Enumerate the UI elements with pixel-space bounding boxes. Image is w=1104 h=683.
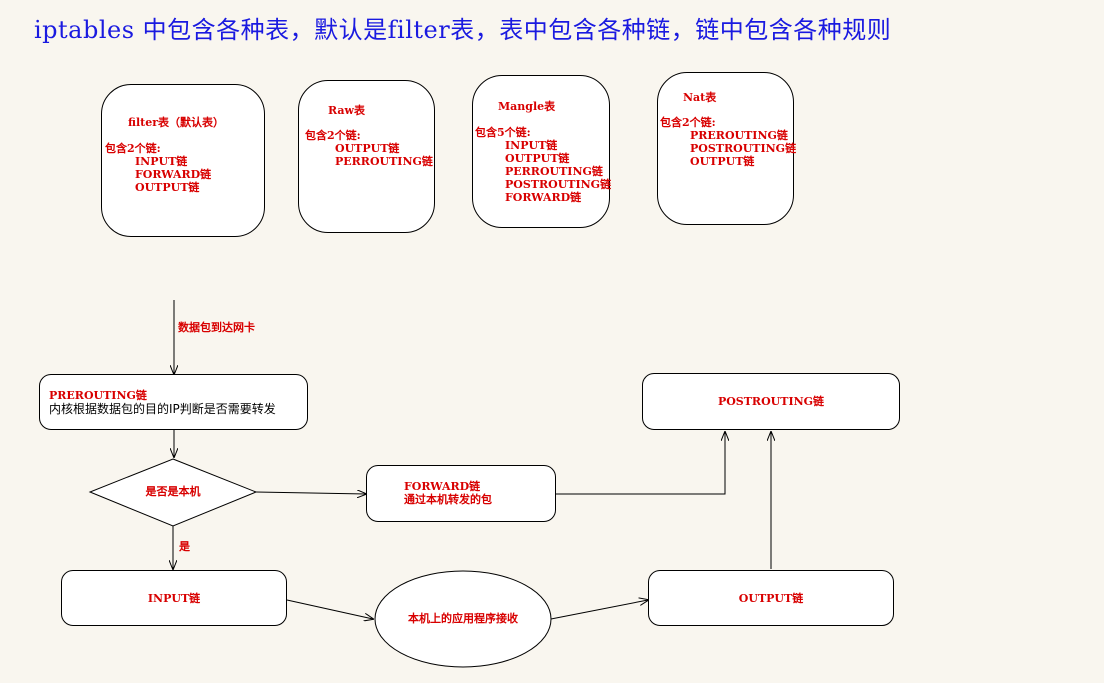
raw-table-box: Raw表 包含2个链: OUTPUT链 PERROUTING链 [298,80,435,233]
output-label: OUTPUT链 [738,592,804,605]
raw-table-name: Raw表 [328,104,365,117]
mangle-chain-list: 包含5个链: INPUT链 OUTPUT链 PERROUTING链 POSTRO… [475,126,611,204]
forward-box: FORWARD链 通过本机转发的包 [366,465,556,522]
mangle-chain-item: OUTPUT链 [505,152,570,165]
forward-title: FORWARD链 [404,480,481,493]
nat-chain-item: PREROUTING链 [690,129,788,142]
arrival-label: 数据包到达网卡 [178,321,255,334]
postrouting-box: POSTROUTING链 [642,373,900,430]
mangle-chain-item: POSTROUTING链 [505,178,612,191]
nat-table-box: Nat表 包含2个链: PREROUTING链 POSTROUTING链 OUT… [657,72,796,225]
mangle-table-name: Mangle表 [498,100,556,113]
input-box: INPUT链 [61,570,287,626]
forward-desc: 通过本机转发的包 [404,493,492,506]
prerouting-desc: 内核根据数据包的目的IP判断是否需要转发 [49,402,276,416]
mangle-chain-item: INPUT链 [505,139,558,152]
page-title: iptables 中包含各种表，默认是filter表，表中包含各种链，链中包含各… [34,16,892,44]
yes-label: 是 [179,540,190,553]
raw-chain-item: OUTPUT链 [335,142,400,155]
filter-chain-item: OUTPUT链 [135,181,200,194]
filter-chain-count: 包含2个链: [105,142,161,155]
app-label: 本机上的应用程序接收 [408,612,518,625]
filter-chain-item: FORWARD链 [135,168,212,181]
filter-chain-list: 包含2个链: INPUT链 FORWARD链 OUTPUT链 [105,142,211,194]
arrow-app-to-output [550,600,648,620]
nat-table-name: Nat表 [683,91,717,104]
postrouting-label: POSTROUTING链 [717,395,825,408]
nat-chain-item: POSTROUTING链 [690,142,797,155]
output-box: OUTPUT链 [648,570,894,626]
decision-label: 是否是本机 [145,485,201,498]
filter-chain-item: INPUT链 [135,155,188,168]
raw-chain-item: PERROUTING链 [335,155,433,168]
mangle-chain-item: FORWARD链 [505,191,582,204]
raw-chain-list: 包含2个链: OUTPUT链 PERROUTING链 [305,129,433,168]
arrow-input-to-app [286,599,373,619]
mangle-chain-count: 包含5个链: [475,126,531,139]
nat-chain-list: 包含2个链: PREROUTING链 POSTROUTING链 OUTPUT链 [660,116,796,168]
input-label: INPUT链 [147,592,201,605]
prerouting-box: PREROUTING链 内核根据数据包的目的IP判断是否需要转发 [39,374,308,430]
app-ellipse [374,570,552,668]
mangle-chain-item: PERROUTING链 [505,165,603,178]
nat-chain-item: OUTPUT链 [690,155,755,168]
raw-chain-count: 包含2个链: [305,129,361,142]
arrow-decision-to-forward [255,492,366,494]
arrow-forward-to-post [556,432,725,495]
filter-table-name: filter表（默认表） [128,116,225,129]
filter-table-box: filter表（默认表） 包含2个链: INPUT链 FORWARD链 OUTP… [101,84,265,237]
mangle-table-box: Mangle表 包含5个链: INPUT链 OUTPUT链 PERROUTING… [472,75,611,228]
nat-chain-count: 包含2个链: [660,116,716,129]
prerouting-title: PREROUTING链 [49,389,147,402]
